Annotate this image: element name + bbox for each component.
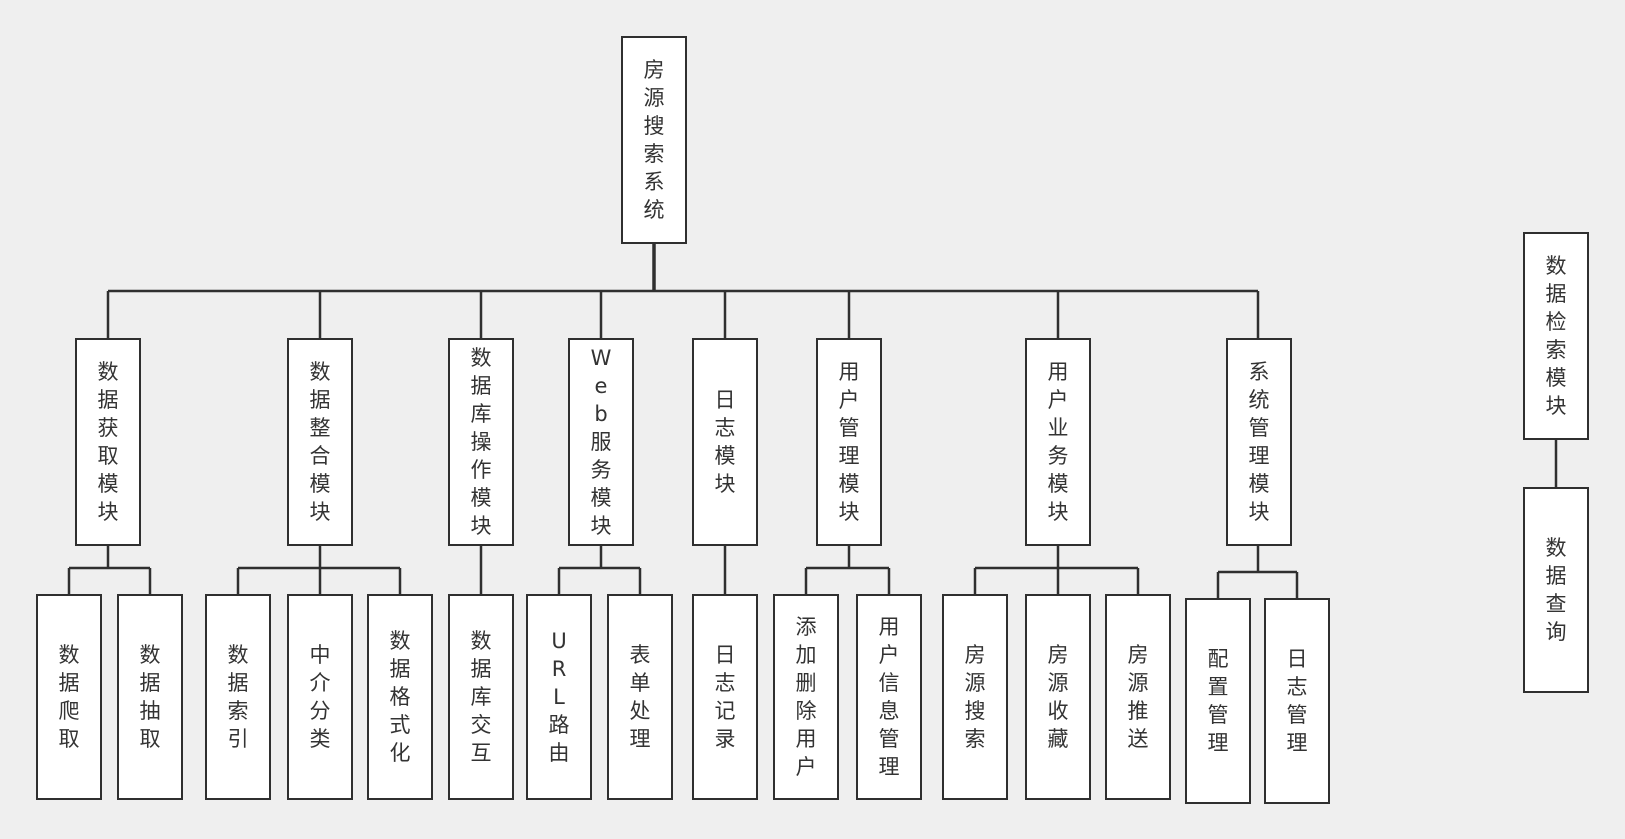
leaf-label: 表单处理 bbox=[629, 643, 651, 751]
leaf-node: 日志管理 bbox=[1264, 598, 1330, 804]
leaf-label: 数据抽取 bbox=[139, 643, 161, 751]
leaf-node: 数据抽取 bbox=[117, 594, 183, 800]
side-module-label: 数据检索模块 bbox=[1545, 254, 1567, 418]
root-node: 房源搜索系统 bbox=[621, 36, 687, 244]
leaf-label: 数据索引 bbox=[227, 643, 249, 751]
leaf-label: 配置管理 bbox=[1207, 647, 1229, 755]
leaf-node: 房源推送 bbox=[1105, 594, 1171, 800]
module-node-database-ops: 数据库操作模块 bbox=[448, 338, 514, 546]
module-node-system-management: 系统管理模块 bbox=[1226, 338, 1292, 546]
leaf-label: 添加删除用户 bbox=[795, 615, 817, 779]
module-label: 数据库操作模块 bbox=[470, 346, 492, 538]
side-leaf-label: 数据查询 bbox=[1545, 536, 1567, 644]
leaf-label: 房源收藏 bbox=[1047, 643, 1069, 751]
module-node-web-service: Web服务模块 bbox=[568, 338, 634, 546]
leaf-label: 房源推送 bbox=[1127, 643, 1149, 751]
leaf-node: 日志记录 bbox=[692, 594, 758, 800]
leaf-label: 数据爬取 bbox=[58, 643, 80, 751]
leaf-node: 数据格式化 bbox=[367, 594, 433, 800]
module-label: 系统管理模块 bbox=[1248, 360, 1270, 524]
leaf-node: 中介分类 bbox=[287, 594, 353, 800]
side-leaf-node: 数据查询 bbox=[1523, 487, 1589, 693]
leaf-label: 中介分类 bbox=[309, 643, 331, 751]
leaf-label: 房源搜索 bbox=[964, 643, 986, 751]
leaf-label: URL路由 bbox=[548, 629, 570, 765]
leaf-node: URL路由 bbox=[526, 594, 592, 800]
side-module-node: 数据检索模块 bbox=[1523, 232, 1589, 440]
module-node-data-acquisition: 数据获取模块 bbox=[75, 338, 141, 546]
module-label: 数据整合模块 bbox=[309, 360, 331, 524]
leaf-node: 添加删除用户 bbox=[773, 594, 839, 800]
leaf-node: 用户信息管理 bbox=[856, 594, 922, 800]
leaf-label: 日志记录 bbox=[714, 643, 736, 751]
module-node-log: 日志模块 bbox=[692, 338, 758, 546]
leaf-label: 数据库交互 bbox=[470, 629, 492, 765]
leaf-node: 配置管理 bbox=[1185, 598, 1251, 804]
module-label: Web服务模块 bbox=[590, 346, 612, 538]
module-label: 数据获取模块 bbox=[97, 360, 119, 524]
leaf-node: 数据爬取 bbox=[36, 594, 102, 800]
module-label: 用户业务模块 bbox=[1047, 360, 1069, 524]
module-label: 日志模块 bbox=[714, 388, 736, 496]
leaf-node: 数据库交互 bbox=[448, 594, 514, 800]
leaf-label: 数据格式化 bbox=[389, 629, 411, 765]
leaf-node: 数据索引 bbox=[205, 594, 271, 800]
leaf-node: 表单处理 bbox=[607, 594, 673, 800]
root-label: 房源搜索系统 bbox=[643, 58, 665, 222]
module-node-user-business: 用户业务模块 bbox=[1025, 338, 1091, 546]
leaf-label: 用户信息管理 bbox=[878, 615, 900, 779]
leaf-node: 房源搜索 bbox=[942, 594, 1008, 800]
module-node-user-management: 用户管理模块 bbox=[816, 338, 882, 546]
module-label: 用户管理模块 bbox=[838, 360, 860, 524]
module-node-data-integration: 数据整合模块 bbox=[287, 338, 353, 546]
leaf-node: 房源收藏 bbox=[1025, 594, 1091, 800]
leaf-label: 日志管理 bbox=[1286, 647, 1308, 755]
